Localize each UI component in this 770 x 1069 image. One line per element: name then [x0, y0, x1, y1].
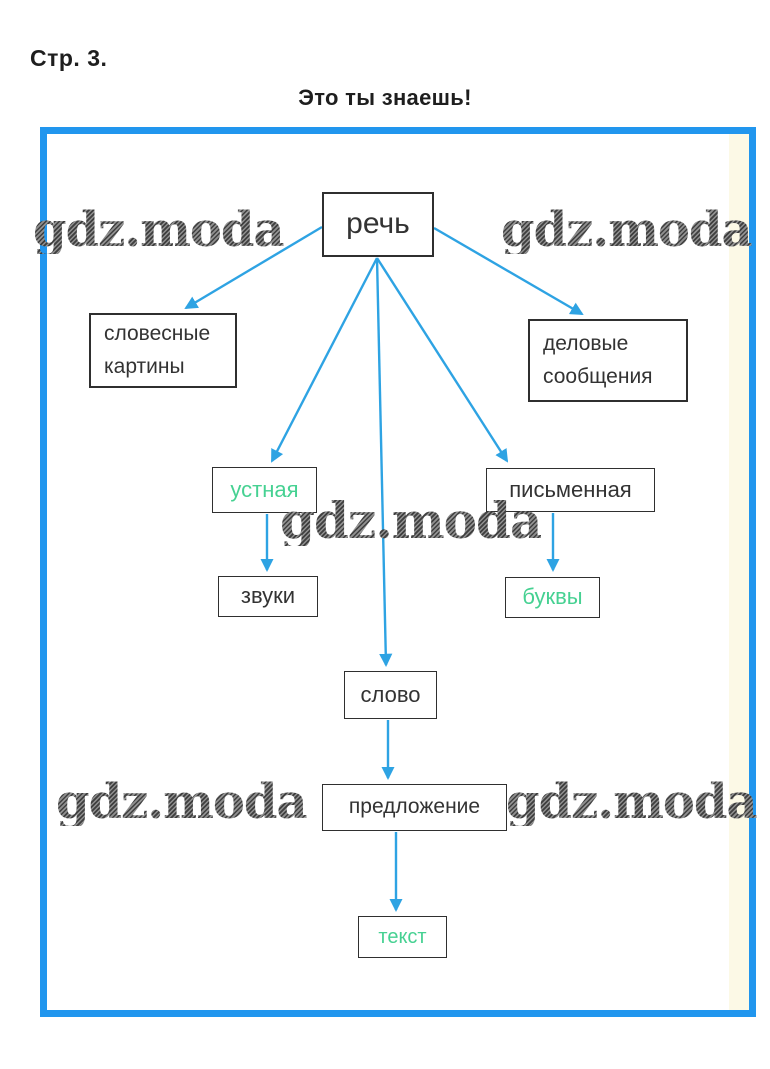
node-delovye-soobshcheniya: деловые сообщения: [528, 319, 688, 402]
node-slovesnye-kartiny: словесные картины: [89, 313, 237, 388]
node-pismennaya: письменная: [486, 468, 655, 512]
node-predlozhenie: предложение: [322, 784, 507, 831]
node-bukvy: буквы: [505, 577, 600, 618]
node-zvuki: звуки: [218, 576, 318, 617]
scan-artifact-stripe: [729, 134, 749, 1010]
node-tekst: текст: [358, 916, 447, 958]
node-rech: речь: [322, 192, 434, 257]
page-title: Это ты знаешь!: [298, 85, 472, 110]
page-number-label: Стр. 3.: [30, 45, 108, 71]
node-slovo: слово: [344, 671, 437, 719]
diagram-frame: [40, 127, 756, 1017]
node-ustnaya: устная: [212, 467, 317, 513]
